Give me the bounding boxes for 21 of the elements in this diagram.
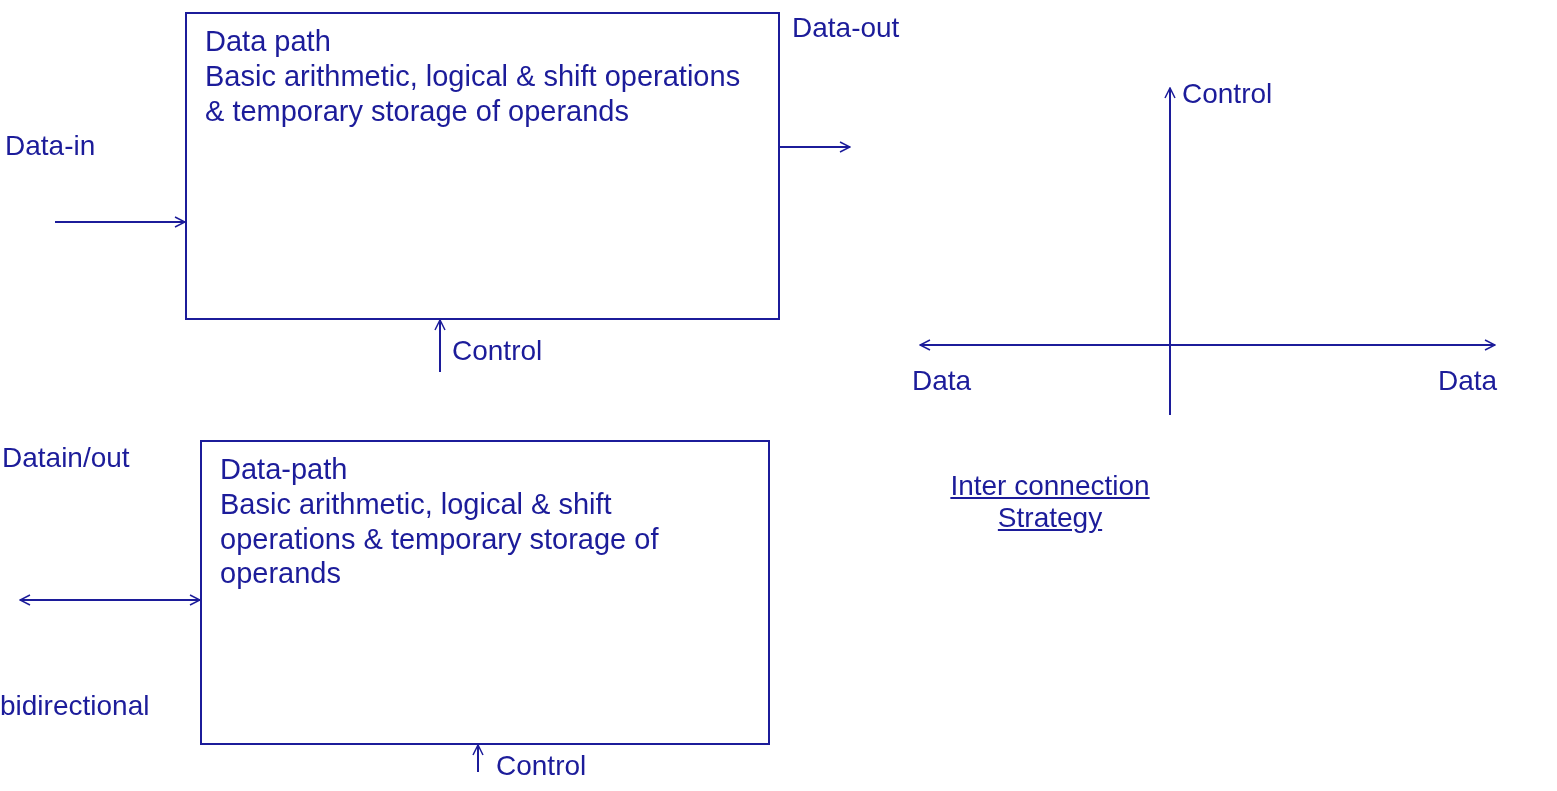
edge-label: Data-in: [5, 130, 96, 162]
box-text: Basic arithmetic, logical & shift operations & temporary storage of operands: [220, 486, 660, 592]
edge-label: Control: [496, 750, 587, 782]
edge-label: Data-out: [792, 12, 900, 44]
box-heading: Data path: [205, 24, 332, 59]
text-label: Control: [1182, 78, 1273, 110]
caption: Inter connection Strategy: [949, 470, 1151, 534]
process-box: [200, 440, 770, 745]
arrow: [434, 319, 446, 373]
edge-label: Control: [452, 335, 543, 367]
text-label: bidirectional: [0, 690, 150, 722]
arrow: [54, 216, 186, 228]
edge-label: Datain/out: [2, 442, 130, 474]
arrow: [779, 141, 851, 153]
text-label: Data: [1438, 365, 1498, 397]
box-text: Basic arithmetic, logical & shift operations & temporary storage of operands: [205, 58, 742, 129]
arrow: [19, 594, 201, 606]
arrow: [472, 744, 484, 773]
text-label: Data: [912, 365, 972, 397]
process-box: [185, 12, 780, 320]
box-heading: Data-path: [220, 452, 349, 487]
